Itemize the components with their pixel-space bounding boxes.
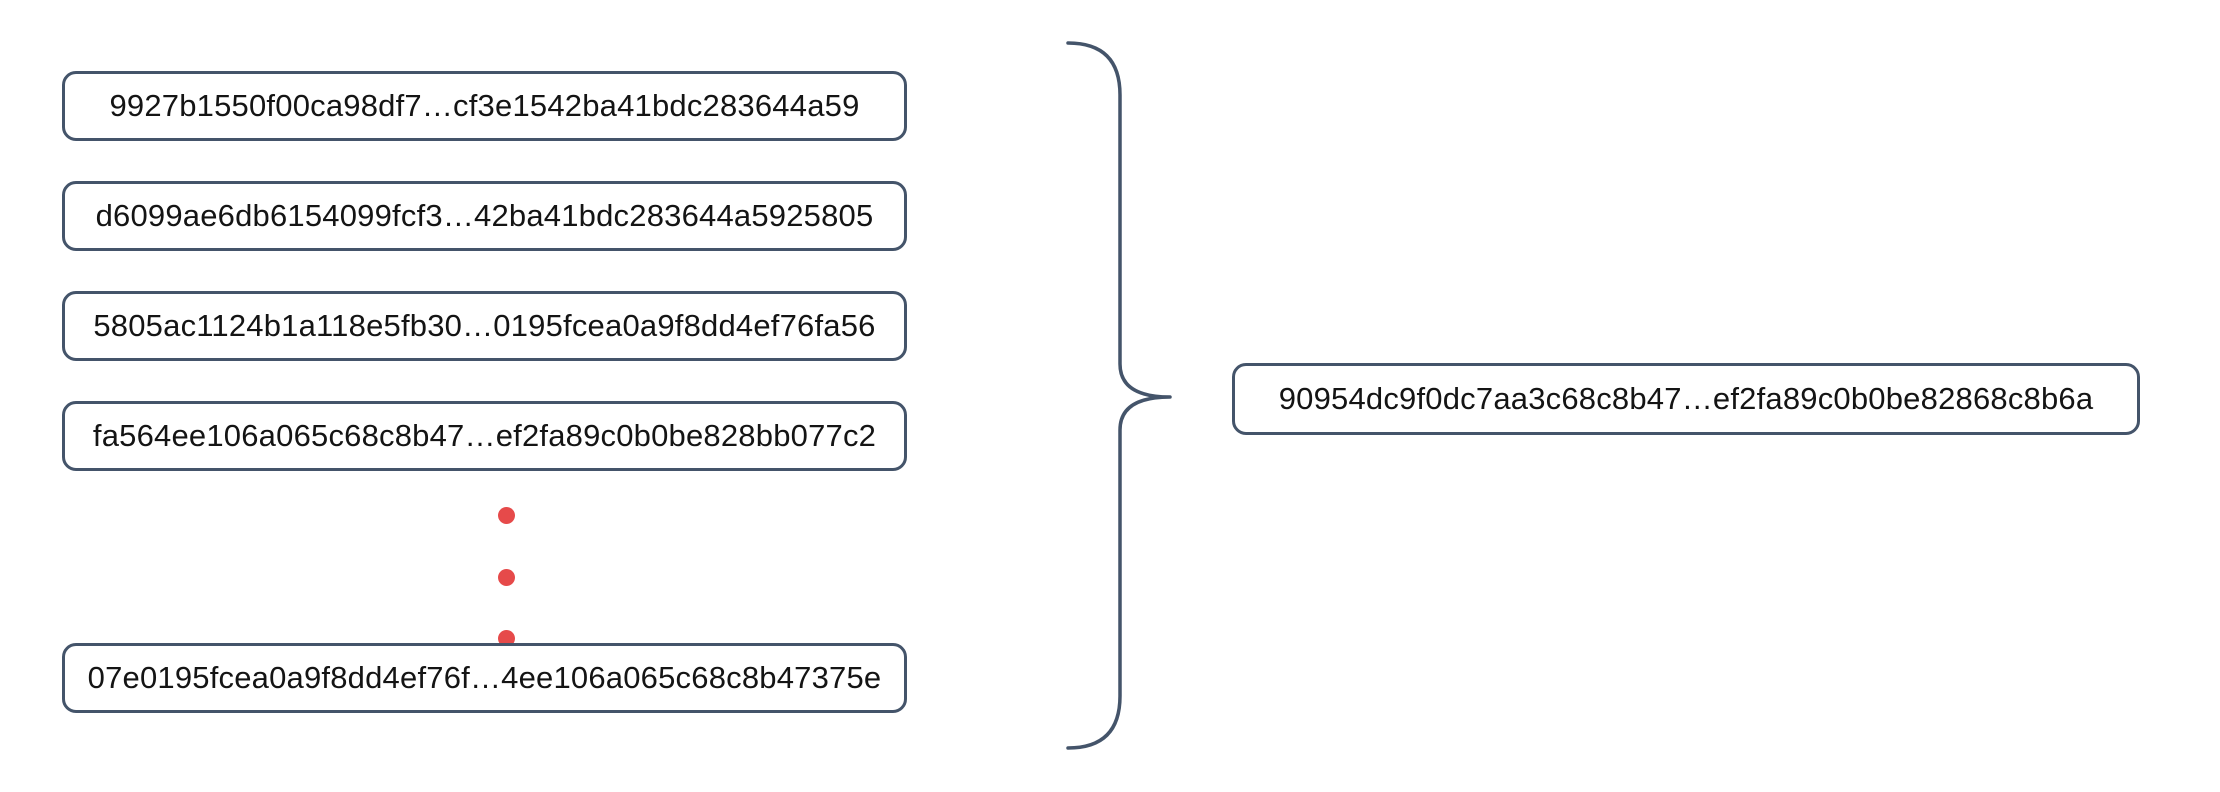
curly-brace-icon <box>1066 41 1172 750</box>
hash-box: 9927b1550f00ca98df7…cf3e1542ba41bdc28364… <box>62 71 907 141</box>
ellipsis-dot <box>498 630 515 647</box>
ellipsis-dots <box>498 507 515 647</box>
hash-text: d6099ae6db6154099fcf3…42ba41bdc283644a59… <box>95 198 874 233</box>
combined-hash-box: 90954dc9f0dc7aa3c68c8b47…ef2fa89c0b0be82… <box>1232 363 2140 435</box>
ellipsis-dot <box>498 568 515 586</box>
hash-box: 07e0195fcea0a9f8dd4ef76f…4ee106a065c68c8… <box>62 643 907 713</box>
hash-text: 9927b1550f00ca98df7…cf3e1542ba41bdc28364… <box>109 88 860 123</box>
hash-text: fa564ee106a065c68c8b47…ef2fa89c0b0be828b… <box>92 418 877 453</box>
combined-hash-text: 90954dc9f0dc7aa3c68c8b47…ef2fa89c0b0be82… <box>1278 381 2094 416</box>
hash-box: d6099ae6db6154099fcf3…42ba41bdc283644a59… <box>62 181 907 251</box>
hash-text: 07e0195fcea0a9f8dd4ef76f…4ee106a065c68c8… <box>87 660 882 695</box>
ellipsis-dot <box>498 507 515 524</box>
hash-text: 5805ac1124b1a118e5fb30…0195fcea0a9f8dd4e… <box>93 308 876 343</box>
hash-box: 5805ac1124b1a118e5fb30…0195fcea0a9f8dd4e… <box>62 291 907 361</box>
hash-box: fa564ee106a065c68c8b47…ef2fa89c0b0be828b… <box>62 401 907 471</box>
